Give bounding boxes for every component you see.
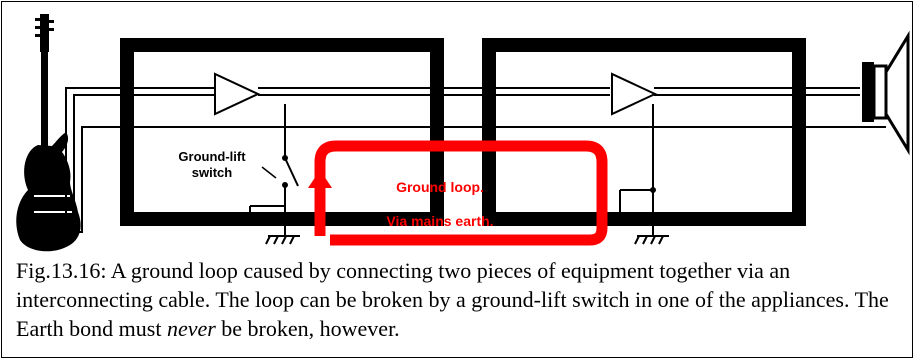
loop-label: Ground loop.	[396, 179, 484, 195]
loop-label: Via mains earth.	[386, 213, 493, 229]
ground-lift-switch	[249, 104, 299, 236]
ground-loop-path	[308, 140, 608, 246]
speaker-icon	[862, 30, 910, 156]
ground-symbol-icon	[265, 235, 300, 245]
amplifier-icon	[214, 72, 261, 116]
figure-caption: Fig.13.16: A ground loop caused by conne…	[16, 256, 896, 343]
cable-inner-conductor	[73, 94, 860, 228]
equipment-chassis-1	[120, 38, 444, 226]
equipment-chassis-2	[482, 38, 806, 226]
caption-text-end: be broken, however.	[215, 316, 400, 341]
switch-label: Ground-lift	[178, 149, 246, 164]
loop-arrow-icon	[308, 170, 332, 188]
guitar-icon	[16, 14, 81, 252]
signal-cables	[44, 87, 886, 233]
switch-label: switch	[192, 165, 233, 180]
ground-symbol-icon	[634, 235, 669, 245]
caption-emphasis: never	[166, 316, 216, 341]
caption-text: Fig.13.16: A ground loop caused by conne…	[16, 258, 889, 341]
amp2-ground-wire	[619, 104, 656, 236]
amplifier-icon	[611, 72, 658, 116]
